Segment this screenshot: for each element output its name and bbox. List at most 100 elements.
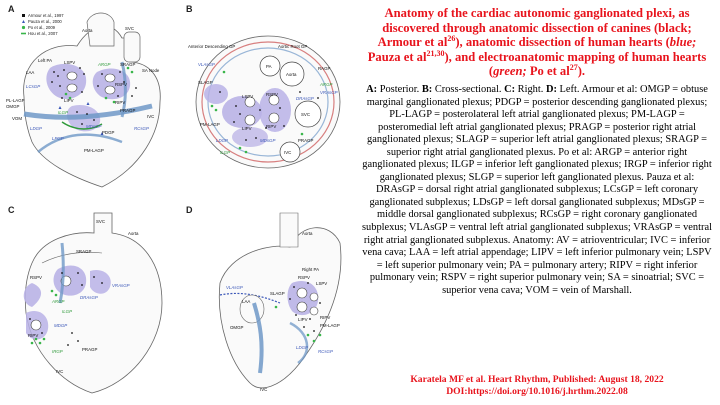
panel-letter-c: C (8, 205, 15, 215)
anatomy-label: RSPV (115, 82, 127, 87)
legend-po: Po et al., 2009 (28, 25, 56, 30)
anatomy-label: RCsGP (134, 126, 149, 131)
panel-letter-b: B (186, 4, 193, 14)
anatomy-label: OMGP (230, 325, 243, 330)
title-part-5: Po et al (526, 64, 570, 79)
legend-hou: Hou et al., 2007 (28, 31, 58, 36)
panel-letter-d: D (186, 205, 193, 215)
anatomy-label: MDGP (54, 323, 67, 328)
panel-a: A Armour et al., 1997 Pauza et al., 2000… (2, 2, 178, 200)
anatomy-label: LCsGP (26, 84, 40, 89)
anatomy-label: RAGP (318, 66, 331, 71)
citation-line-2: DOI:https://doi.org/10.1016/j.hrthm.2022… (446, 386, 628, 397)
anatomy-label: Aorta (302, 231, 313, 236)
title-ref-3: 27 (569, 63, 578, 73)
anatomy-label: RSPV (298, 275, 310, 280)
anatomy-label: IVC (260, 387, 267, 392)
panel-b: B Anterior (180, 2, 356, 200)
anatomy-label: VLAsGP (226, 285, 243, 290)
anatomy-label: SVC (96, 219, 105, 224)
anatomy-label: SRAGP (76, 249, 91, 254)
anatomy-label: OMGP (6, 104, 19, 109)
title-part-2: ), anatomic dissection of human hearts ( (455, 35, 670, 50)
anatomy-label: RIPV (266, 124, 276, 129)
anatomy-label: PRAGP (120, 108, 135, 113)
anatomy-label: IVC (56, 369, 63, 374)
figure-caption: Anatomy of the cardiac autonomic ganglio… (360, 6, 714, 297)
anatomy-label: PRAGP (82, 347, 97, 352)
anatomy-label: LSPV (316, 281, 327, 286)
body-text-1: Posterior. (377, 83, 422, 95)
body-text-3: Right. (515, 83, 546, 95)
anatomy-label: LSPV (64, 60, 75, 65)
anatomy-label: Anterior Descending GP (188, 44, 235, 49)
anatomy-label: VOM (12, 116, 22, 121)
panel-d-illustration: Aorta Right PA RSPV LSPV VLAsGP LAA SLAG… (218, 212, 342, 392)
anatomy-label: LAA (242, 299, 250, 304)
panel-a-illustration: Armour et al., 1997 Pauza et al., 2000 P… (6, 12, 161, 188)
label-b: B: (421, 83, 433, 95)
caption-body: A: Posterior. B: Cross-sectional. C: Rig… (360, 84, 714, 297)
label-d: D: (545, 83, 557, 95)
title-part-6: ). (577, 64, 586, 79)
panel-c: C SVC Aorta SRAGP RSPV DRAsGP (2, 203, 178, 401)
anatomy-label: ARGP (97, 62, 111, 67)
anatomy-label: LDGP (296, 345, 308, 350)
anatomy-label: LSPV (242, 94, 253, 99)
anatomy-label: ARGP (319, 82, 333, 87)
anatomy-label: VRAsGP (112, 283, 130, 288)
anatomy-label: LIPV (242, 126, 252, 131)
anatomy-label: RSPV (266, 92, 278, 97)
title-ref-1: 26 (447, 34, 456, 43)
anatomy-label: DRAsGP (296, 96, 314, 101)
anatomy-label: MDsGP (260, 138, 275, 143)
anatomy-label: Aortic Root GP (278, 44, 307, 49)
label-c: C: (504, 83, 516, 95)
anatomy-label: LDGP (216, 138, 228, 143)
anatomy-label: RIPV (28, 333, 38, 338)
citation-line-1: Karatela MF et al. Heart Rhythm, Publish… (410, 374, 664, 385)
anatomy-label: Aorta (128, 231, 139, 236)
anatomy-label: ILGP (58, 110, 68, 115)
anatomy-label: LAA (26, 70, 34, 75)
anatomy-label: IVC (147, 114, 154, 119)
anatomy-label: ILGP (62, 309, 72, 314)
panel-a-legend: Armour et al., 1997 Pauza et al., 2000 P… (21, 13, 64, 36)
anatomy-label: Aorta (286, 72, 297, 77)
anatomy-label: PM-LAGP (320, 323, 340, 328)
panel-letter-a: A (8, 4, 15, 14)
anatomy-label: VLAsGP (198, 62, 215, 67)
anatomy-label: ARGP (51, 299, 65, 304)
anatomy-label: SRAGP (120, 62, 135, 67)
anatomy-label: SLAGP (270, 291, 285, 296)
anatomy-label: LDGP (30, 126, 42, 131)
anatomy-label: MDsGP (86, 124, 101, 129)
anatomy-label: VRAsGP (320, 90, 338, 95)
body-text-2: Cross-sectional. (432, 83, 505, 95)
anatomy-label: DRAsGP (80, 295, 98, 300)
figure-panels: A Armour et al., 1997 Pauza et al., 2000… (0, 0, 358, 405)
title-blue-word: blue; (669, 35, 697, 50)
panel-d: D Aorta Right PA RSPV LSPV VLAsGP (180, 203, 356, 401)
anatomy-label: RIPV (115, 100, 125, 105)
anatomy-label: PRAGP (298, 138, 313, 143)
anatomy-label: ILGP (220, 150, 230, 155)
anatomy-label: PL-LAGP (6, 98, 25, 103)
anatomy-label: RIPV (320, 315, 330, 320)
anatomy-label: Right PA (302, 267, 319, 272)
anatomy-label: IVC (284, 150, 291, 155)
anatomy-label: RCsGP (318, 349, 333, 354)
legend-pauza: Pauza et al., 2000 (28, 19, 62, 24)
anatomy-label: LIPV (298, 317, 308, 322)
citation: Karatela MF et al. Heart Rhythm, Publish… (360, 374, 714, 398)
legend-armour: Armour et al., 1997 (28, 13, 64, 18)
anatomy-label: LPGP (52, 136, 64, 141)
caption-title: Anatomy of the cardiac autonomic ganglio… (360, 6, 714, 79)
title-ref-2: 21,30 (426, 48, 445, 58)
anatomy-label: PM-LAGP (200, 122, 220, 127)
anatomy-label: PA (266, 64, 272, 69)
panel-c-illustration: SVC Aorta SRAGP RSPV DRAsGP VRAsGP ARGP … (23, 212, 163, 394)
anatomy-label: RSPV (30, 275, 42, 280)
title-part-3: Pauza et al (367, 49, 427, 64)
title-part-4: ), and electroanatomic mapping of human … (444, 49, 707, 79)
